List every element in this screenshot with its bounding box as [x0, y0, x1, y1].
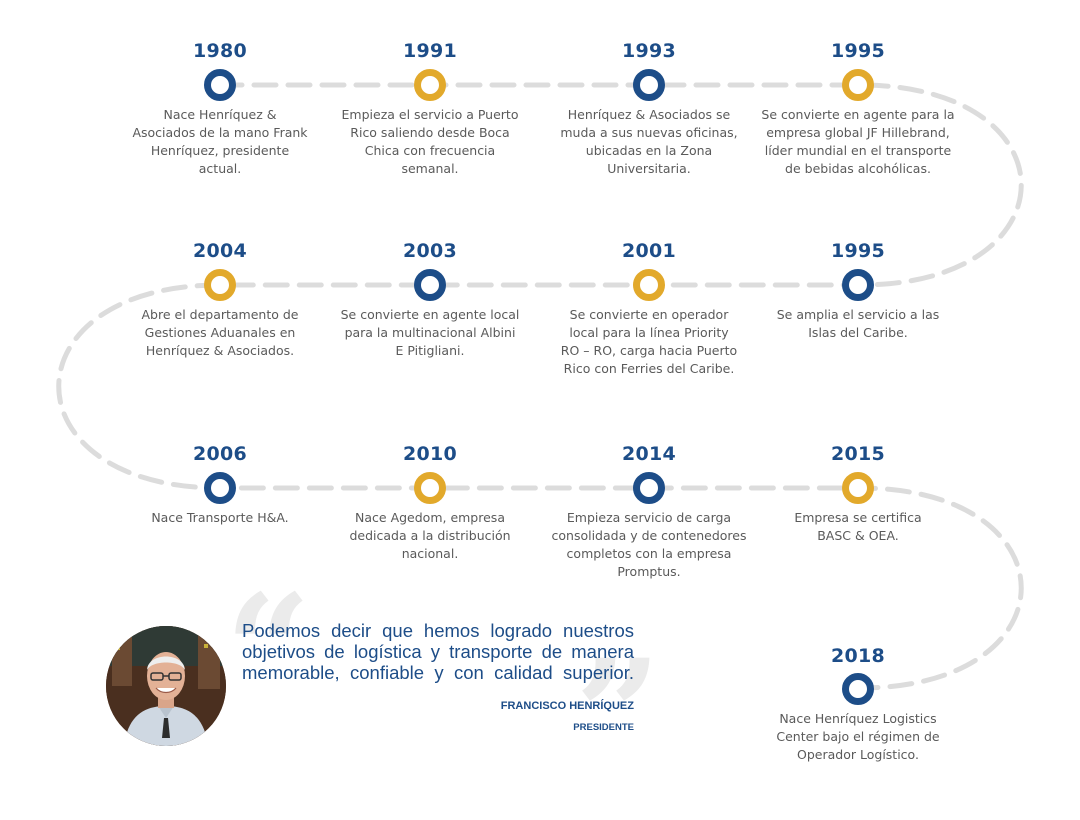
milestone-description-line: Empieza servicio de carga — [566, 510, 732, 525]
milestone-description-line: local para la línea Priority — [569, 325, 729, 340]
milestone-description-line: para la multinacional Albini — [344, 325, 516, 340]
milestone-description-line: BASC & OEA. — [817, 528, 899, 543]
quote-open-mark-icon: “ — [225, 562, 312, 738]
milestone-description-line: dedicada a la distribución — [349, 528, 511, 543]
milestone-marker-icon — [842, 269, 874, 301]
milestone-marker-icon — [204, 269, 236, 301]
milestone-description-line: actual. — [198, 161, 242, 176]
avatar — [106, 626, 226, 746]
milestone-description-line: E Pitigliani. — [395, 343, 465, 358]
milestone-description: Nace Agedom, empresa dedicada a la distri… — [330, 509, 530, 563]
milestone-description-line: completos con la empresa — [566, 546, 732, 561]
milestone-description-line: Se convierte en agente para la — [761, 107, 955, 122]
milestone-marker-icon — [204, 69, 236, 101]
milestone-marker-icon — [414, 472, 446, 504]
milestone-description-line: Center bajo el régimen de — [776, 729, 940, 744]
milestone-description-line: nacional. — [401, 546, 459, 561]
milestone-description-line: Se convierte en operador — [569, 307, 729, 322]
milestone-description-line: empresa global JF Hillebrand, — [766, 125, 950, 140]
milestone-description-line: Henríquez, presidente — [150, 143, 290, 158]
milestone-description-line: Rico con Ferries del Caribe. — [563, 361, 735, 376]
milestone-description-line: Asociados de la mano Frank — [132, 125, 308, 140]
milestone-description-line: Henríquez & Asociados se — [567, 107, 731, 122]
milestone-description: Se convierte en operador local para la lí… — [549, 306, 749, 378]
milestone-description: Nace Transporte H&A. — [120, 509, 320, 527]
milestone-marker-icon — [842, 69, 874, 101]
milestone-description-line: ubicadas en la Zona — [585, 143, 713, 158]
milestone-description-line: líder mundial en el transporte — [764, 143, 952, 158]
milestone-description-line: Se convierte en agente local — [340, 307, 520, 322]
milestone-description-line: de bebidas alcohólicas. — [785, 161, 931, 176]
milestone-year: 2010 — [402, 443, 458, 465]
milestone-description: Empieza servicio de carga consolidada y d… — [549, 509, 749, 581]
milestone-description-line: Abre el departamento de — [141, 307, 299, 322]
milestone-description-line: Gestiones Aduanales en — [144, 325, 296, 340]
milestone-description: Se convierte en agente para la empresa gl… — [758, 106, 958, 178]
milestone-year: 2015 — [830, 443, 886, 465]
milestone-description-line: Nace Transporte H&A. — [151, 510, 289, 525]
milestone-marker-icon — [414, 69, 446, 101]
milestone-description-line: Henríquez & Asociados. — [145, 343, 295, 358]
milestone-description: Se convierte en agente local para la mult… — [330, 306, 530, 360]
milestone-description-line: Promptus. — [617, 564, 681, 579]
quote-close-mark-icon: ” — [575, 627, 662, 803]
milestone-year: 1995 — [830, 240, 886, 262]
milestone-marker-icon — [633, 472, 665, 504]
milestone-year: 2004 — [192, 240, 248, 262]
milestone-description-line: Nace Henríquez Logistics — [779, 711, 937, 726]
milestone-year: 1993 — [621, 40, 677, 62]
milestone-year: 2018 — [830, 645, 886, 667]
quote-author-role: PRESIDENTE — [573, 722, 634, 733]
milestone-description-line: consolidada y de contenedores — [551, 528, 747, 543]
milestone-description-line: Rico saliendo desde Boca — [350, 125, 510, 140]
milestone-description-line: Operador Logístico. — [797, 747, 919, 762]
milestone-marker-icon — [842, 472, 874, 504]
milestone-year: 2003 — [402, 240, 458, 262]
milestone-marker-icon — [842, 673, 874, 705]
milestone-year: 1991 — [402, 40, 458, 62]
milestone-marker-icon — [414, 269, 446, 301]
milestone-description-line: semanal. — [401, 161, 459, 176]
portrait-illustration — [106, 626, 226, 746]
milestone-description-line: muda a sus nuevas oficinas, — [560, 125, 738, 140]
quote-text: Podemos decir que hemos logrado nuestros… — [242, 620, 634, 683]
milestone-marker-icon — [204, 472, 236, 504]
milestone-description-line: Chica con frecuencia — [364, 143, 496, 158]
milestone-year: 1980 — [192, 40, 248, 62]
milestone-description: Henríquez & Asociados se muda a sus nueva… — [549, 106, 749, 178]
milestone-year: 2014 — [621, 443, 677, 465]
milestone-description: Abre el departamento de Gestiones Aduanal… — [120, 306, 320, 360]
milestone-description-line: Empieza el servicio a Puerto — [341, 107, 519, 122]
quote-author-name: FRANCISCO HENRÍQUEZ — [500, 700, 634, 712]
milestone-description-line: Nace Agedom, empresa — [355, 510, 505, 525]
milestone-marker-icon — [633, 69, 665, 101]
milestone-year: 2006 — [192, 443, 248, 465]
milestone-description-line: Islas del Caribe. — [808, 325, 908, 340]
milestone-year: 1995 — [830, 40, 886, 62]
milestone-marker-icon — [633, 269, 665, 301]
milestone-description: Nace Henríquez & Asociados de la mano Fra… — [120, 106, 320, 178]
milestone-description-line: Nace Henríquez & — [163, 107, 277, 122]
milestone-description-line: RO – RO, carga hacia Puerto — [560, 343, 738, 358]
milestone-description-line: Empresa se certifica — [794, 510, 922, 525]
milestone-description-line: Universitaria. — [607, 161, 691, 176]
milestone-year: 2001 — [621, 240, 677, 262]
milestone-description-line: Se amplia el servicio a las — [776, 307, 940, 322]
